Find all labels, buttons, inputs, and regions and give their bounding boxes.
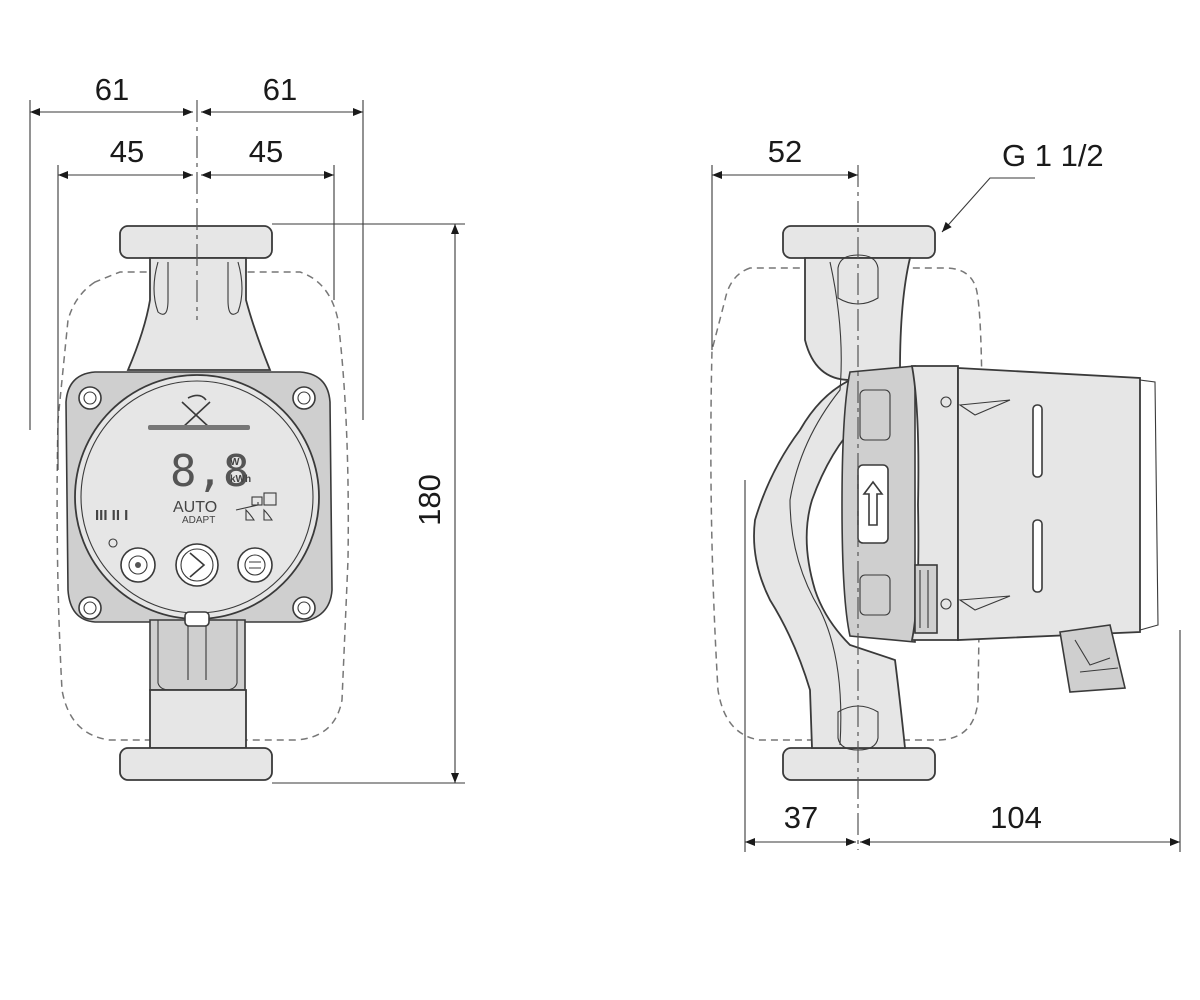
front-top-flange	[119, 225, 273, 259]
front-insulation-outline	[56, 271, 350, 741]
dim-height: 180	[412, 474, 447, 526]
left-settings-button[interactable]	[120, 547, 156, 583]
power-indicator-icon	[108, 538, 118, 548]
side-pump-body	[753, 257, 912, 749]
center-mode-button[interactable]	[175, 543, 219, 587]
dim-side-bottom-right: 104	[990, 800, 1042, 835]
side-motor-stator	[957, 367, 1141, 641]
auto-label: AUTO	[173, 499, 217, 516]
front-dimensions: 61 61 45 45 180	[29, 72, 465, 784]
side-insulation-outline	[710, 267, 983, 741]
side-view	[710, 165, 1159, 850]
right-night-button[interactable]	[237, 547, 273, 583]
dim-front-left-inner: 45	[110, 134, 144, 169]
front-lower-neck	[149, 689, 247, 749]
dim-side-bottom-left: 37	[784, 800, 818, 835]
mode-bars: III II I	[95, 507, 128, 524]
side-flow-arrow-box	[857, 464, 889, 544]
side-cable-connector	[1059, 624, 1126, 693]
dim-front-left-outer: 61	[95, 72, 129, 107]
front-corner-screws	[78, 386, 316, 620]
display-unit-kwh: kWh	[230, 474, 251, 485]
dim-side-top: 52	[768, 134, 802, 169]
front-bottom-flange	[119, 747, 273, 781]
front-upper-neck	[126, 257, 272, 371]
dim-front-right-outer: 61	[263, 72, 297, 107]
display-digits: 8,8	[170, 446, 249, 497]
front-cable-connector	[149, 611, 246, 691]
adapt-label: ADAPT	[182, 515, 215, 526]
front-view: 8,8 W kWh III II I AUTO ADAPT	[56, 100, 350, 781]
curve-symbols	[235, 492, 277, 521]
side-top-flange	[782, 225, 936, 259]
flow-direction-icon	[862, 480, 884, 526]
brand-logo	[148, 394, 250, 430]
side-dimensions: 52 37 104 G 1 1/2	[711, 134, 1181, 852]
display-unit-w: W	[230, 457, 240, 468]
dim-thread: G 1 1/2	[1002, 138, 1104, 173]
dim-front-right-inner: 45	[249, 134, 283, 169]
side-bottom-flange	[782, 747, 936, 781]
